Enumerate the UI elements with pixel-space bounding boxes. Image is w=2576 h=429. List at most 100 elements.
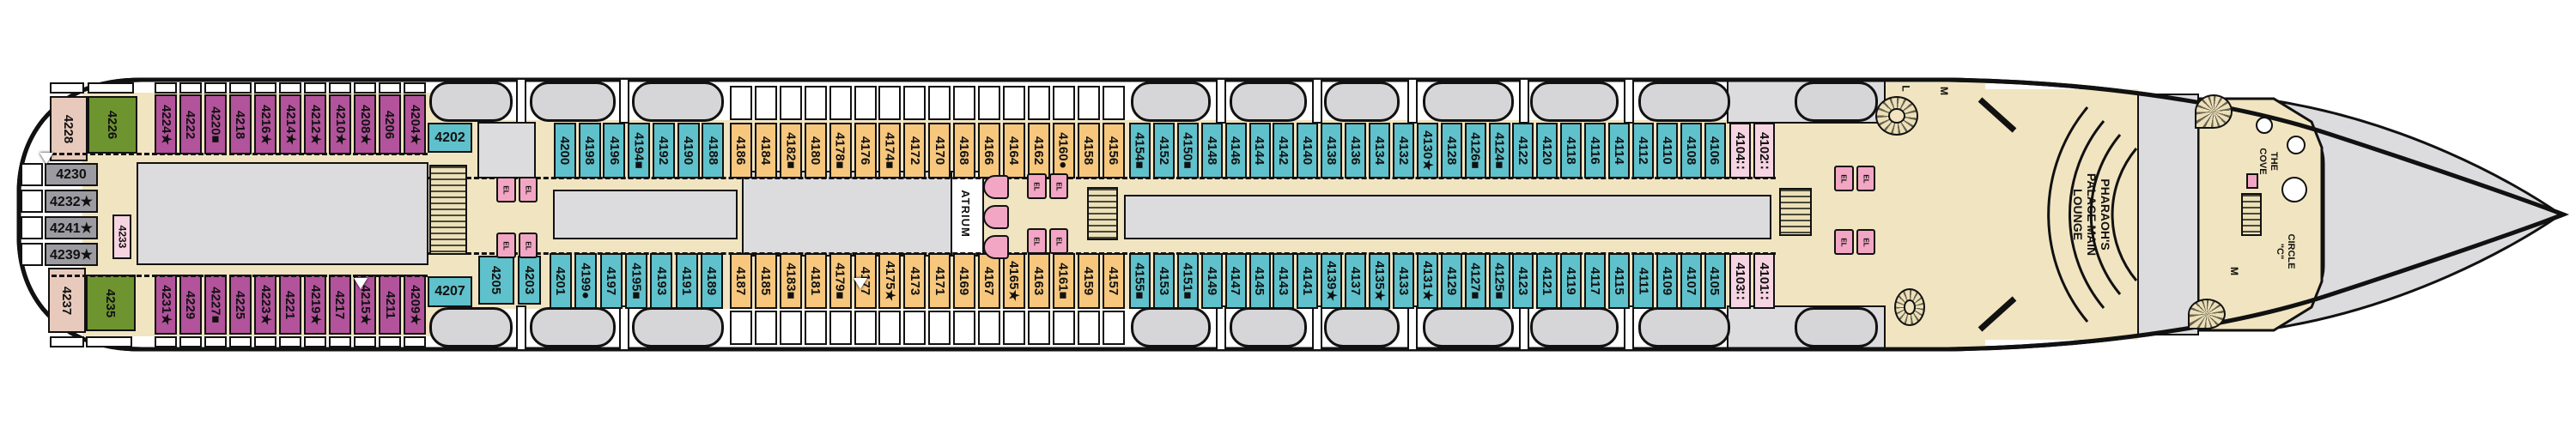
balcony [928,311,951,345]
cabin-number: 4203 [522,265,537,295]
balcony [279,82,301,94]
lifeboat-davit [1519,305,1529,351]
cabin-number: 4167 [981,266,997,296]
cabin-4128: 4128 [1440,123,1462,178]
elevator-label: EL [1032,181,1041,191]
balcony [304,82,326,94]
stair-letter: L [1900,85,1912,92]
lifeboat-davit [1624,305,1634,351]
cabin-number: 4224★ [158,104,173,145]
cabin-4210: 4210★ [329,94,351,154]
cabin-4153: 4153 [1152,253,1175,309]
balcony [804,86,827,120]
door-line [428,252,1776,255]
cabin-number: 4123 [1516,266,1531,296]
cabin-4206: 4206 [379,94,401,154]
cabin-4105: 4105 [1704,253,1726,309]
cabin-number: 4119 [1564,267,1579,295]
cabin-4108: 4108 [1680,123,1702,178]
elevator-label: EL [1032,236,1041,246]
cabin-number: 4217 [332,290,348,319]
balcony [179,336,202,347]
cabin-4186: 4186 [730,123,752,178]
cabin-4168: 4168 [953,123,976,178]
cabin-4139: 4139★ [1321,253,1343,309]
cabin-4115: 4115 [1608,253,1630,309]
balcony [903,311,927,345]
elevator-icon: EL [1027,173,1047,199]
center-block [1124,195,1771,239]
circle-c-label: CIRCLE "C" [2274,220,2296,283]
lifeboat-davit [516,305,526,351]
cabin-number: 4149 [1204,266,1219,296]
cabin-number: 4171 [932,266,947,296]
balcony [730,311,752,345]
cabin-number: 4161■ [1056,263,1072,299]
cabin-number: 4228 [61,114,76,143]
cabin-4209: 4209★ [404,275,426,335]
cabin-number: 4130★ [1419,130,1435,171]
cabin-4110: 4110 [1656,123,1678,178]
balcony [754,311,777,345]
lounge-seating-arcs [2047,106,2138,323]
cabin-4160: 4160● [1052,123,1075,178]
atrium-block [742,171,952,257]
cabin-4120: 4120 [1536,123,1558,178]
cabin-4229: 4229 [179,275,202,335]
balcony [1077,311,1100,345]
cabin-number: 4106 [1707,136,1722,166]
cabin-4237: 4237 [48,268,86,333]
balcony [254,82,276,94]
cabin-4182: 4182■ [779,123,802,178]
cabin-4148: 4148 [1200,123,1223,178]
cabin-4196: 4196 [603,123,626,178]
table-circle [2287,136,2306,154]
lifeboat-davit [619,78,629,124]
cabin-number: 4111 [1635,267,1650,295]
elevator-icon [2246,173,2258,189]
balcony [754,86,777,120]
lifeboat-davit [1312,305,1322,351]
cabin-number: 4235 [103,288,118,317]
cabin-4180: 4180 [804,123,827,178]
lifeboat-davit [1407,78,1418,124]
cabin-4152: 4152 [1152,123,1175,178]
cabin-4111: 4111 [1631,253,1654,309]
lifeboat [1324,307,1400,347]
lifeboat [1530,307,1619,347]
balcony [21,163,43,186]
stairs [1779,188,1812,236]
cabin-number: 4105 [1707,266,1722,296]
stair-letter: M [2228,267,2240,275]
cabin-4156: 4156 [1102,123,1125,178]
spiral-stairs [1894,288,1925,326]
lounge-label-line2: PALACE MAIN [2084,172,2099,257]
cabin-4208: 4208★ [354,94,376,154]
balcony [229,82,252,94]
balcony [1002,86,1025,120]
cabin-4132: 4132 [1392,123,1414,178]
balcony [1027,86,1050,120]
cabin-4199: 4199● [574,253,598,309]
balcony [1052,86,1075,120]
balcony [730,86,752,120]
stair-letter-l: L [1899,82,1913,95]
triangle-marker [39,153,53,164]
cabin-number: 4115 [1612,267,1627,295]
cabin-number: 4230 [56,166,87,182]
cabin-number: 4134 [1372,136,1387,166]
balcony [229,336,252,347]
cabin-number: 4184 [758,136,774,166]
balcony [779,86,802,120]
cabin-number: 4198 [582,136,598,166]
cabin-number: 4114 [1612,136,1627,165]
cabin-4142: 4142 [1273,123,1295,178]
cabin-number: 4192 [656,136,671,166]
cabin-number: 4160● [1056,132,1072,169]
cabin-number: 4132 [1395,136,1411,166]
stair-letter-m: M [2227,264,2241,278]
door-line [52,275,428,277]
cabin-4159: 4159 [1077,253,1100,309]
